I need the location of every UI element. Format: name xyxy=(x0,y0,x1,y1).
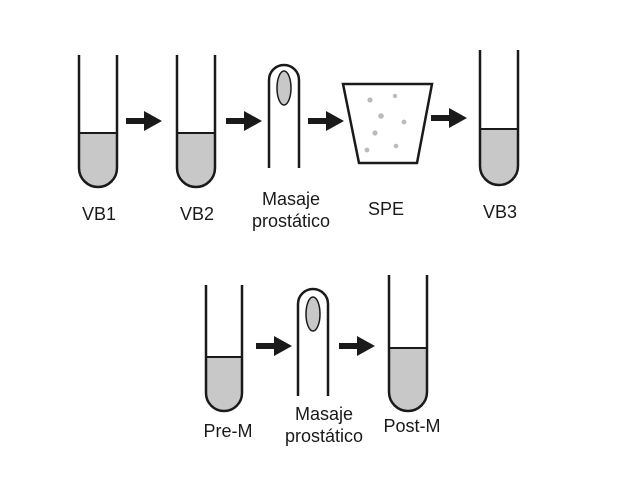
arrow-icon xyxy=(256,336,292,356)
tube-post-m xyxy=(387,275,429,413)
label-vb1: VB1 xyxy=(81,204,117,224)
tube-vb2 xyxy=(175,55,217,189)
label-pre-m: Pre-M xyxy=(203,421,253,441)
finger-massage-icon xyxy=(296,287,330,396)
arrow-icon xyxy=(431,108,467,128)
label-massage-line2: prostático xyxy=(284,426,364,446)
tube-pre-m xyxy=(204,285,244,413)
label-post-m: Post-M xyxy=(383,416,441,436)
label-spe: SPE xyxy=(367,199,405,219)
label-vb3: VB3 xyxy=(482,202,518,222)
label-massage-line1: Masaje xyxy=(294,404,354,424)
arrow-icon xyxy=(126,111,162,131)
label-massage-line1: Masaje xyxy=(261,189,321,209)
arrow-icon xyxy=(308,111,344,131)
arrow-icon xyxy=(226,111,262,131)
tube-vb1 xyxy=(77,55,119,189)
label-massage-line2: prostático xyxy=(251,211,331,231)
spe-cup xyxy=(341,82,434,165)
tube-vb3 xyxy=(478,50,520,187)
arrow-icon xyxy=(339,336,375,356)
finger-massage-icon xyxy=(267,63,301,168)
label-vb2: VB2 xyxy=(179,204,215,224)
